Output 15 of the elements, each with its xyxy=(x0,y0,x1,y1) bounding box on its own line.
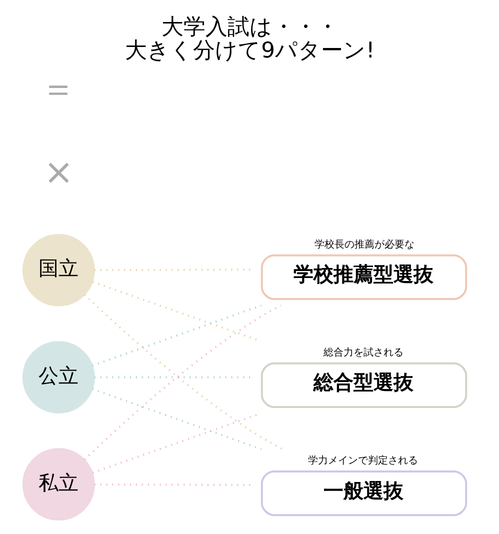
node-circle: 私立 xyxy=(22,448,94,521)
node-box: 総合型選抜 xyxy=(260,362,467,408)
node-circle: 国立 xyxy=(22,234,94,306)
node-label: 学力メインで判定される xyxy=(308,456,418,467)
label: × xyxy=(43,152,74,193)
label: ＝ xyxy=(40,68,76,110)
node-label: 学校長の推薦が必要な xyxy=(314,239,414,250)
caption: 大きく分けて9パターン! xyxy=(124,38,374,64)
node-label: 総合力を試される xyxy=(322,347,403,358)
diagram-title: 大学入試は・・・ xyxy=(161,14,338,40)
connector xyxy=(92,388,262,450)
node-box: 一般選抜 xyxy=(260,470,467,516)
node-box: 学校推薦型選抜 xyxy=(260,254,467,300)
connector xyxy=(92,304,262,367)
node-circle: 公立 xyxy=(22,341,94,414)
